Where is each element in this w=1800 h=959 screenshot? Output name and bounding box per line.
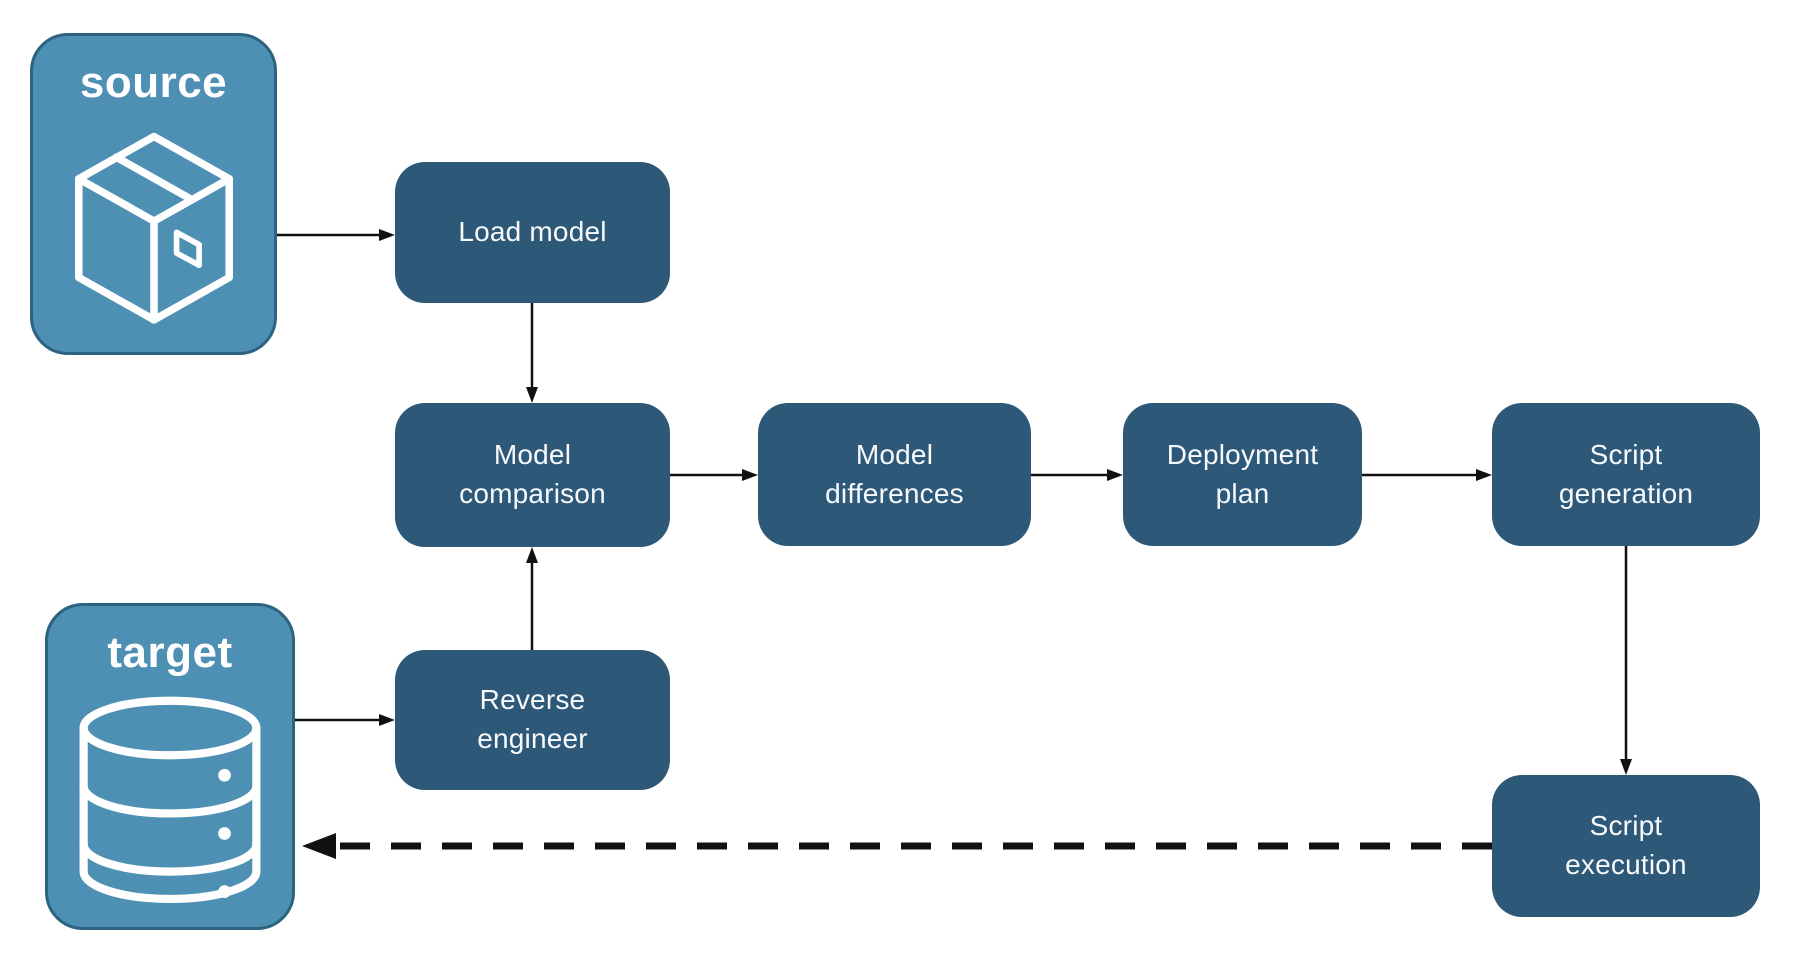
package-icon <box>33 108 274 352</box>
entity-target-label: target <box>107 628 233 677</box>
node-script-generation: Script generation <box>1492 403 1760 546</box>
entity-target: target <box>45 603 295 930</box>
node-model-differences-label: Model differences <box>825 438 964 509</box>
node-deployment-plan: Deployment plan <box>1123 403 1362 546</box>
node-deployment-plan-label: Deployment plan <box>1166 438 1319 509</box>
node-load-model-label: Load model <box>458 216 607 248</box>
node-load-model: Load model <box>395 162 670 303</box>
database-icon <box>48 678 292 927</box>
entity-source-label: source <box>79 58 228 107</box>
node-script-execution-label: Script execution <box>1565 810 1687 880</box>
node-reverse-engineer: Reverse engineer <box>395 650 670 790</box>
node-reverse-engineer-label: Reverse engineer <box>477 684 588 754</box>
entity-source: source <box>30 33 277 355</box>
node-script-execution: Script execution <box>1492 775 1760 917</box>
node-script-generation-label: Script generation <box>1558 438 1694 509</box>
node-model-differences: Model differences <box>758 403 1031 546</box>
node-model-comparison-label: Model comparison <box>459 439 606 509</box>
node-model-comparison: Model comparison <box>395 403 670 547</box>
